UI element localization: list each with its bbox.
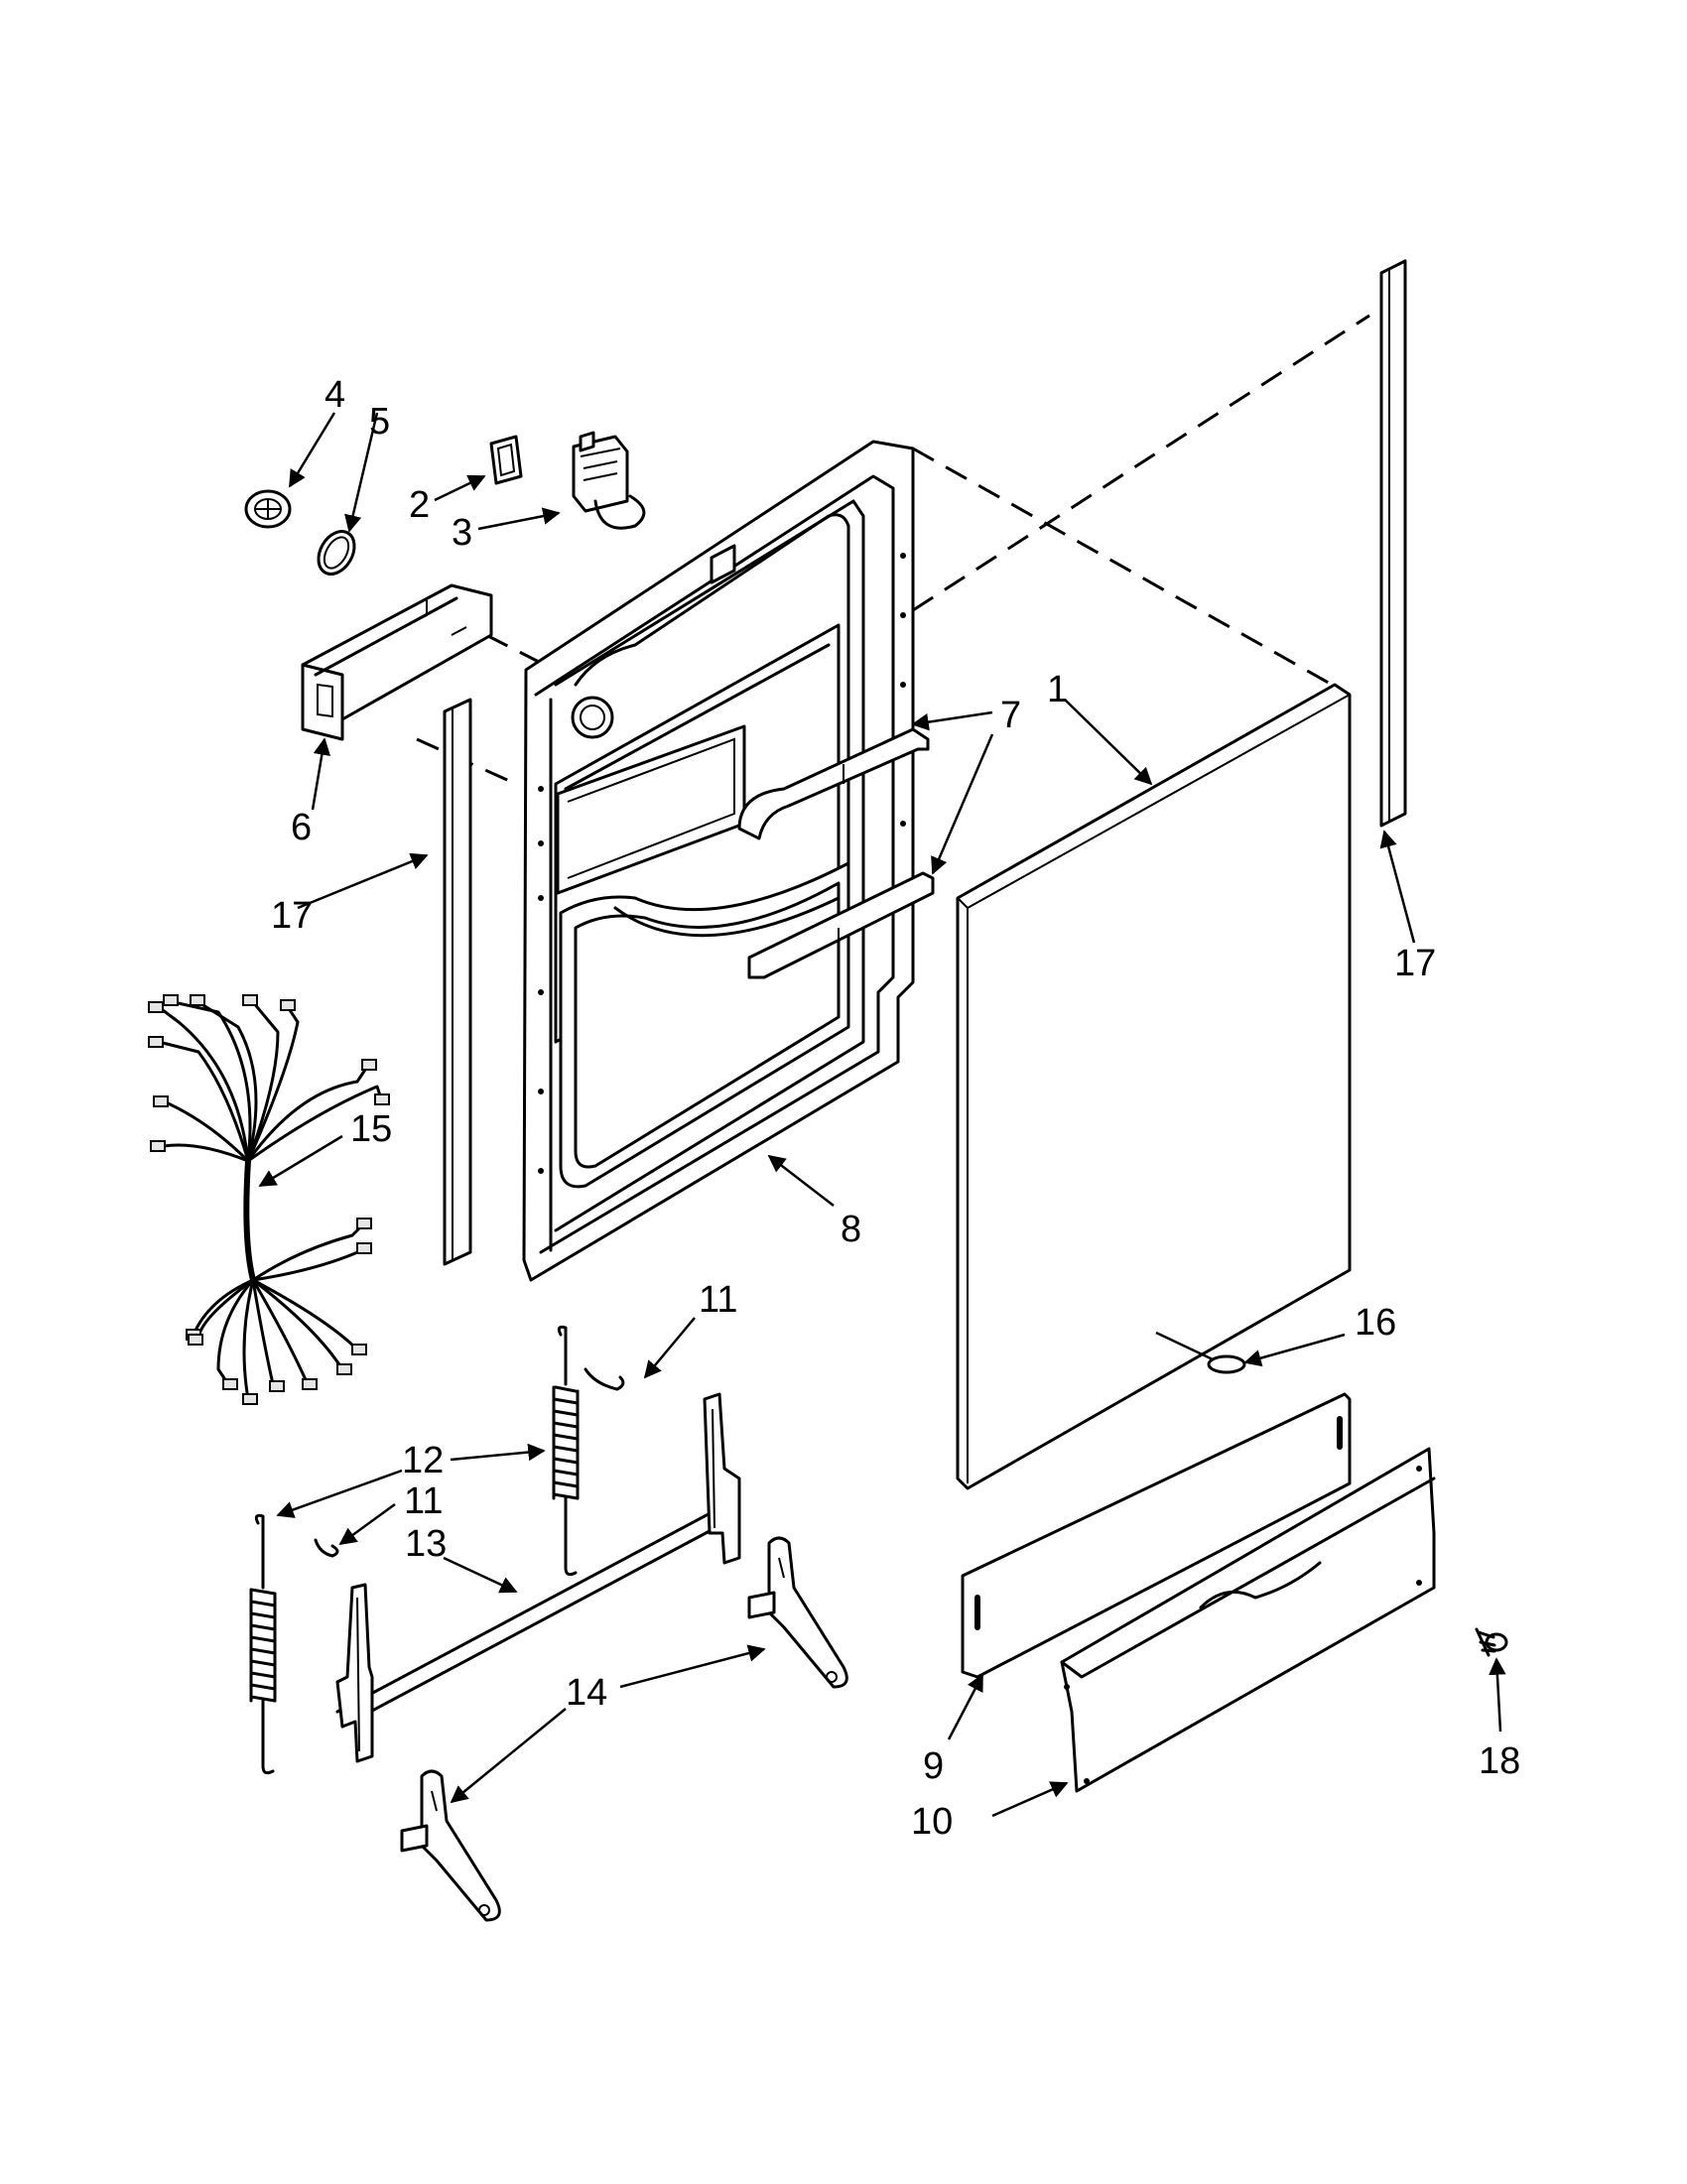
callout-labels: 4 5 2 3 6 7 1 17 17 15 8 16 11 12 11 13 … [271,374,1520,1843]
kick-plate [1060,1447,1436,1793]
callout-7: 7 [1000,695,1021,736]
callout-11-lower: 11 [404,1480,443,1522]
door-latch-switch [572,431,646,530]
screw [1475,1627,1508,1657]
door-spring-upper [552,1325,580,1577]
callout-17-right: 17 [1394,943,1436,984]
callout-16: 16 [1355,1302,1396,1344]
spring-hook-upper [584,1367,625,1391]
callout-3: 3 [452,512,472,554]
callout-10: 10 [911,1801,953,1843]
toe-panel [961,1392,1352,1679]
spring-hook-lower [314,1538,339,1558]
callout-15: 15 [350,1108,392,1150]
callout-18: 18 [1479,1740,1520,1782]
door-spring-lower [249,1513,277,1775]
callout-6: 6 [291,807,312,848]
callout-8: 8 [841,1209,861,1250]
hinge-rod-assembly [335,1392,741,1763]
callout-9: 9 [923,1745,944,1787]
callout-1: 1 [1047,669,1068,710]
callout-2: 2 [409,484,430,526]
callout-17-left: 17 [271,895,313,937]
inner-door-panel [522,440,915,1282]
door-gasket-strip-right [1379,259,1407,828]
assembly-guide-lines [416,314,1370,786]
callout-12: 12 [402,1440,444,1481]
wiring-harness [148,994,390,1405]
harness-connectors [148,994,390,1405]
leader-arrows [258,412,1506,1818]
callout-14: 14 [566,1672,607,1714]
o-ring [317,530,356,576]
callout-11-upper: 11 [699,1279,737,1321]
hinge-right [747,1536,848,1689]
selector-knob [244,489,292,529]
door-handle-lower [747,871,935,979]
callout-13: 13 [405,1523,447,1565]
callout-5: 5 [369,401,390,443]
callout-4: 4 [324,374,345,416]
door-gasket-strip-left [443,698,472,1266]
outer-door-panel [956,683,1352,1490]
door-handle-upper [737,727,930,840]
square-gasket [489,435,523,485]
hinge-left [400,1769,501,1922]
control-console [301,583,493,741]
